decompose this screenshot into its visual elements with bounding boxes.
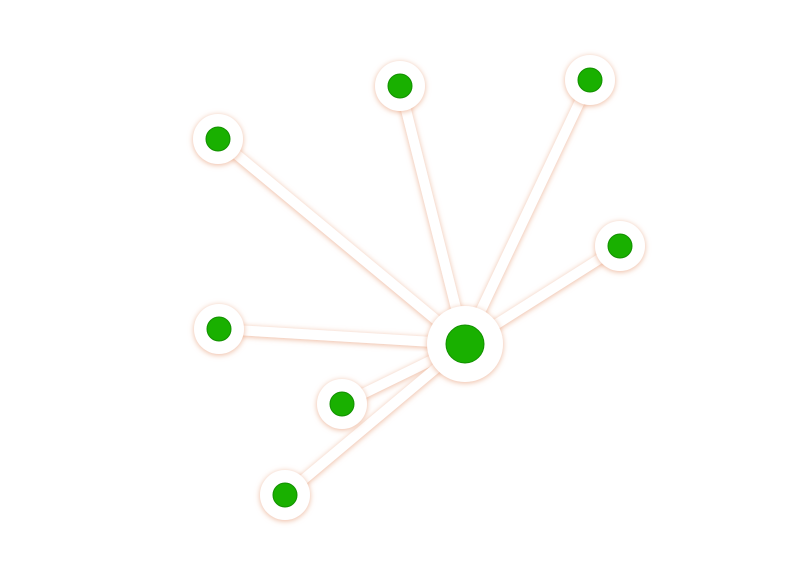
node-leaf-4[interactable]: [595, 221, 645, 271]
nodes: [193, 55, 645, 520]
edge-hub-leaf-7: [280, 339, 470, 500]
node-dot: [329, 391, 355, 417]
edge-hub-leaf-5: [214, 324, 470, 349]
node-dot: [577, 67, 603, 93]
node-dot: [607, 233, 633, 259]
node-leaf-2[interactable]: [375, 61, 425, 111]
edge-hub-leaf-1: [213, 134, 470, 349]
node-leaf-1[interactable]: [193, 114, 243, 164]
node-hub[interactable]: [427, 306, 503, 382]
edge-hub-leaf-3: [460, 75, 595, 349]
node-leaf-7[interactable]: [260, 470, 310, 520]
node-leaf-5[interactable]: [194, 304, 244, 354]
node-dot: [387, 73, 413, 99]
hub-dot: [445, 324, 485, 364]
node-dot: [206, 316, 232, 342]
edge-hub-leaf-2: [395, 81, 470, 349]
node-dot: [272, 482, 298, 508]
edges: [213, 75, 625, 500]
node-leaf-3[interactable]: [565, 55, 615, 105]
node-leaf-6[interactable]: [317, 379, 367, 429]
node-dot: [205, 126, 231, 152]
